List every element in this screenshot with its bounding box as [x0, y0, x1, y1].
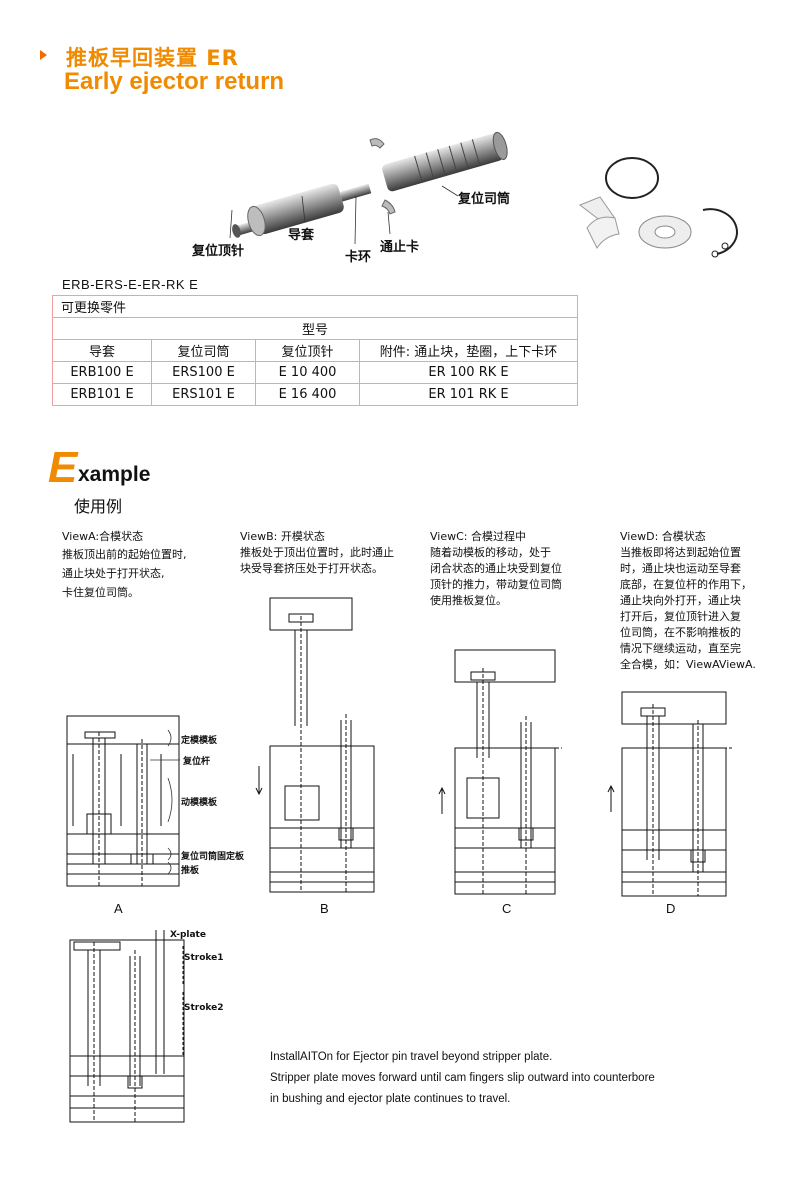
label-stroke2: Stroke2 [184, 1003, 224, 1013]
table-header-row: 导套 复位司筒 复位顶针 附件: 通止块，垫圈，上下卡环 [52, 339, 578, 362]
example-subtitle: 使用例 [74, 497, 123, 516]
column-header: 复位司筒 [151, 339, 256, 362]
view-line: 顶针的推力，带动复位司筒 [430, 578, 562, 591]
view-a-description: ViewA:合模状态 推板顶出前的起始位置时, 通止块处于打开状态, 卡住复位司… [62, 529, 187, 602]
table-row: ERB100 E ERS100 E E 10 400 ER 100 RK E [52, 361, 578, 384]
label-guide-sleeve: 导套 [288, 228, 315, 243]
view-d-description: ViewD: 合模状态 当推板即将达到起始位置 时，通止块也运动至导套 底部，在… [620, 529, 756, 673]
model-code: ERB-ERS-E-ER-RK E [62, 277, 199, 292]
view-line: ViewA:合模状态 [62, 530, 144, 543]
view-line: 随着动模板的移动，处于 [430, 546, 551, 559]
label-circlip: 卡环 [345, 250, 372, 265]
caption-b: B [320, 901, 329, 916]
note-line: Stripper plate moves forward until cam f… [270, 1072, 655, 1084]
page-title-en: Early ejector return [64, 68, 285, 95]
view-line: ViewC: 合模过程中 [430, 530, 526, 543]
view-line: 推板顶出前的起始位置时, [62, 548, 187, 561]
view-line: 全合模，如：ViewAViewA. [620, 658, 756, 671]
view-line: ViewD: 合模状态 [620, 530, 706, 543]
view-c-description: ViewC: 合模过程中 随着动模板的移动，处于 闭合状态的通止块受到复位 顶针… [430, 529, 562, 609]
label-stop-block: 通止卡 [380, 240, 420, 255]
view-line: 通止块处于打开状态, [62, 567, 165, 580]
diagram-b [255, 597, 375, 893]
view-line: 打开后，复位顶针进入复 [620, 610, 741, 623]
table-cell: ERS101 E [151, 383, 256, 406]
view-line: 时，通止块也运动至导套 [620, 562, 741, 575]
view-line: 闭合状态的通止块受到复位 [430, 562, 562, 575]
table-row: ERB101 E ERS101 E E 16 400 ER 101 RK E [52, 383, 578, 406]
stroke-diagram [69, 930, 185, 1123]
label-bushing-plate: 复位司筒固定板 [181, 852, 245, 862]
caption-c: C [502, 901, 512, 916]
table-cell: E 10 400 [255, 361, 360, 384]
label-leader-lines [229, 185, 459, 245]
title-arrow-icon [40, 50, 47, 60]
example-heading-rest: xample [78, 463, 151, 486]
view-line: 位司筒，在不影响推板的 [620, 626, 741, 639]
diagram-a [66, 715, 180, 887]
label-xplate: X-plate [170, 930, 206, 940]
view-b-description: ViewB: 开模状态 推板处于顶出位置时，此时通止 块受导套挤压处于打开状态。 [240, 529, 394, 577]
assembly-illustration [232, 131, 508, 238]
note-line: in bushing and ejector plate continues t… [270, 1093, 511, 1105]
view-line: 块受导套挤压处于打开状态。 [240, 562, 383, 575]
spare-parts-illustration [578, 157, 738, 258]
view-line: ViewB: 开模状态 [240, 530, 325, 543]
caption-a: A [114, 901, 123, 916]
diagram-c [438, 649, 562, 895]
table-cell: E 16 400 [255, 383, 360, 406]
caption-d: D [666, 901, 676, 916]
label-moving-plate: 动模模板 [181, 798, 218, 808]
note-line: InstallAITOn for Ejector pin travel beyo… [270, 1051, 553, 1063]
table-cell: ERB101 E [52, 383, 152, 406]
view-line: 使用推板复位。 [430, 594, 507, 607]
label-return-pin: 复位顶针 [192, 244, 245, 259]
view-line: 通止块向外打开，通止块 [620, 594, 741, 607]
label-stroke1: Stroke1 [184, 953, 224, 963]
label-return-bushing: 复位司筒 [458, 192, 511, 207]
label-ejector-plate: 推板 [181, 866, 200, 876]
page-title-cn: 推板早回装置 ER [66, 46, 239, 70]
view-line: 卡住复位司筒。 [62, 586, 139, 599]
view-line: 当推板即将达到起始位置 [620, 546, 741, 559]
diagram-d [607, 691, 732, 897]
parts-table: 可更换零件 型号 导套 复位司筒 复位顶针 附件: 通止块，垫圈，上下卡环 ER… [52, 295, 578, 406]
install-note: InstallAITOn for Ejector pin travel beyo… [270, 1047, 655, 1110]
label-return-rod: 复位杆 [183, 757, 211, 767]
view-line: 情况下继续运动，直至完 [620, 642, 741, 655]
label-fixed-plate: 定模模板 [181, 736, 218, 746]
view-line: 底部，在复位杆的作用下， [620, 578, 752, 591]
view-line: 推板处于顶出位置时，此时通止 [240, 546, 394, 559]
table-cell: ER 101 RK E [359, 383, 578, 406]
example-big-letter: E [48, 443, 78, 492]
